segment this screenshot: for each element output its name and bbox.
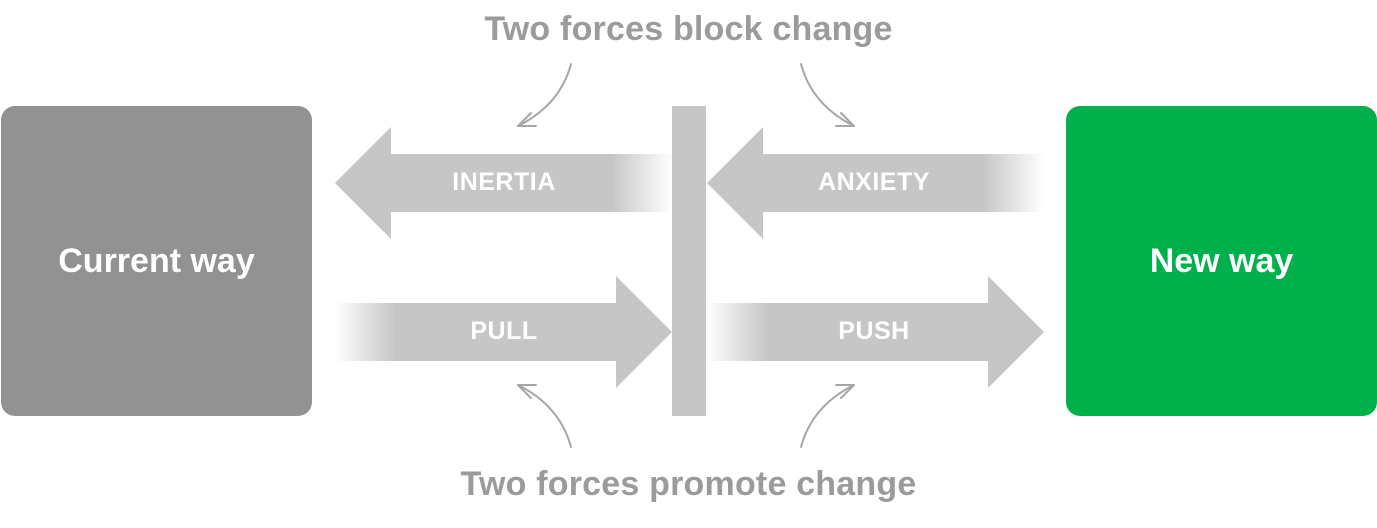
- anxiety-pointer-arrow: [800, 63, 855, 127]
- push-label: PUSH: [838, 317, 910, 345]
- pull-arrow: [335, 276, 672, 388]
- pull-pointer-arrow: [517, 384, 572, 448]
- new-way-box: New way: [1066, 106, 1377, 416]
- anxiety-arrow: [707, 127, 1044, 239]
- inertia-label: INERTIA: [452, 168, 556, 196]
- anxiety-label: ANXIETY: [818, 168, 930, 196]
- inertia-arrow: [335, 127, 672, 239]
- pull-label: PULL: [470, 317, 538, 345]
- push-arrow: [707, 276, 1044, 388]
- barrier-bar: [672, 106, 706, 416]
- block-change-caption: Two forces block change: [484, 10, 893, 48]
- current-way-label: Current way: [58, 241, 255, 280]
- new-way-label: New way: [1149, 241, 1294, 280]
- promote-change-caption: Two forces promote change: [460, 465, 917, 503]
- push-pointer-arrow: [800, 384, 855, 448]
- current-way-box: Current way: [1, 106, 312, 416]
- inertia-pointer-arrow: [517, 63, 572, 127]
